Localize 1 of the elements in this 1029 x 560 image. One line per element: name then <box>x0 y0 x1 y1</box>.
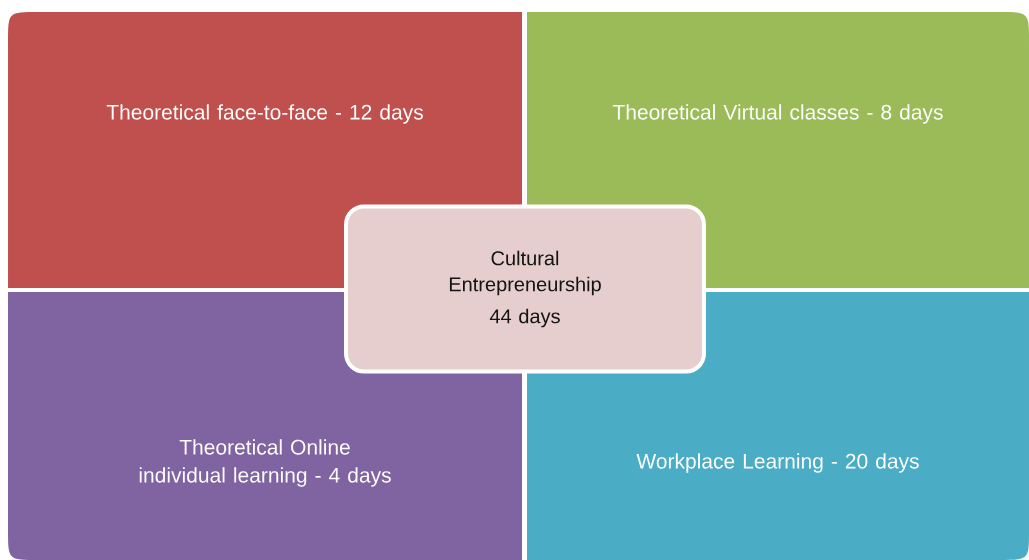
center-box: Cultural Entrepreneurship 44 days <box>344 204 706 374</box>
